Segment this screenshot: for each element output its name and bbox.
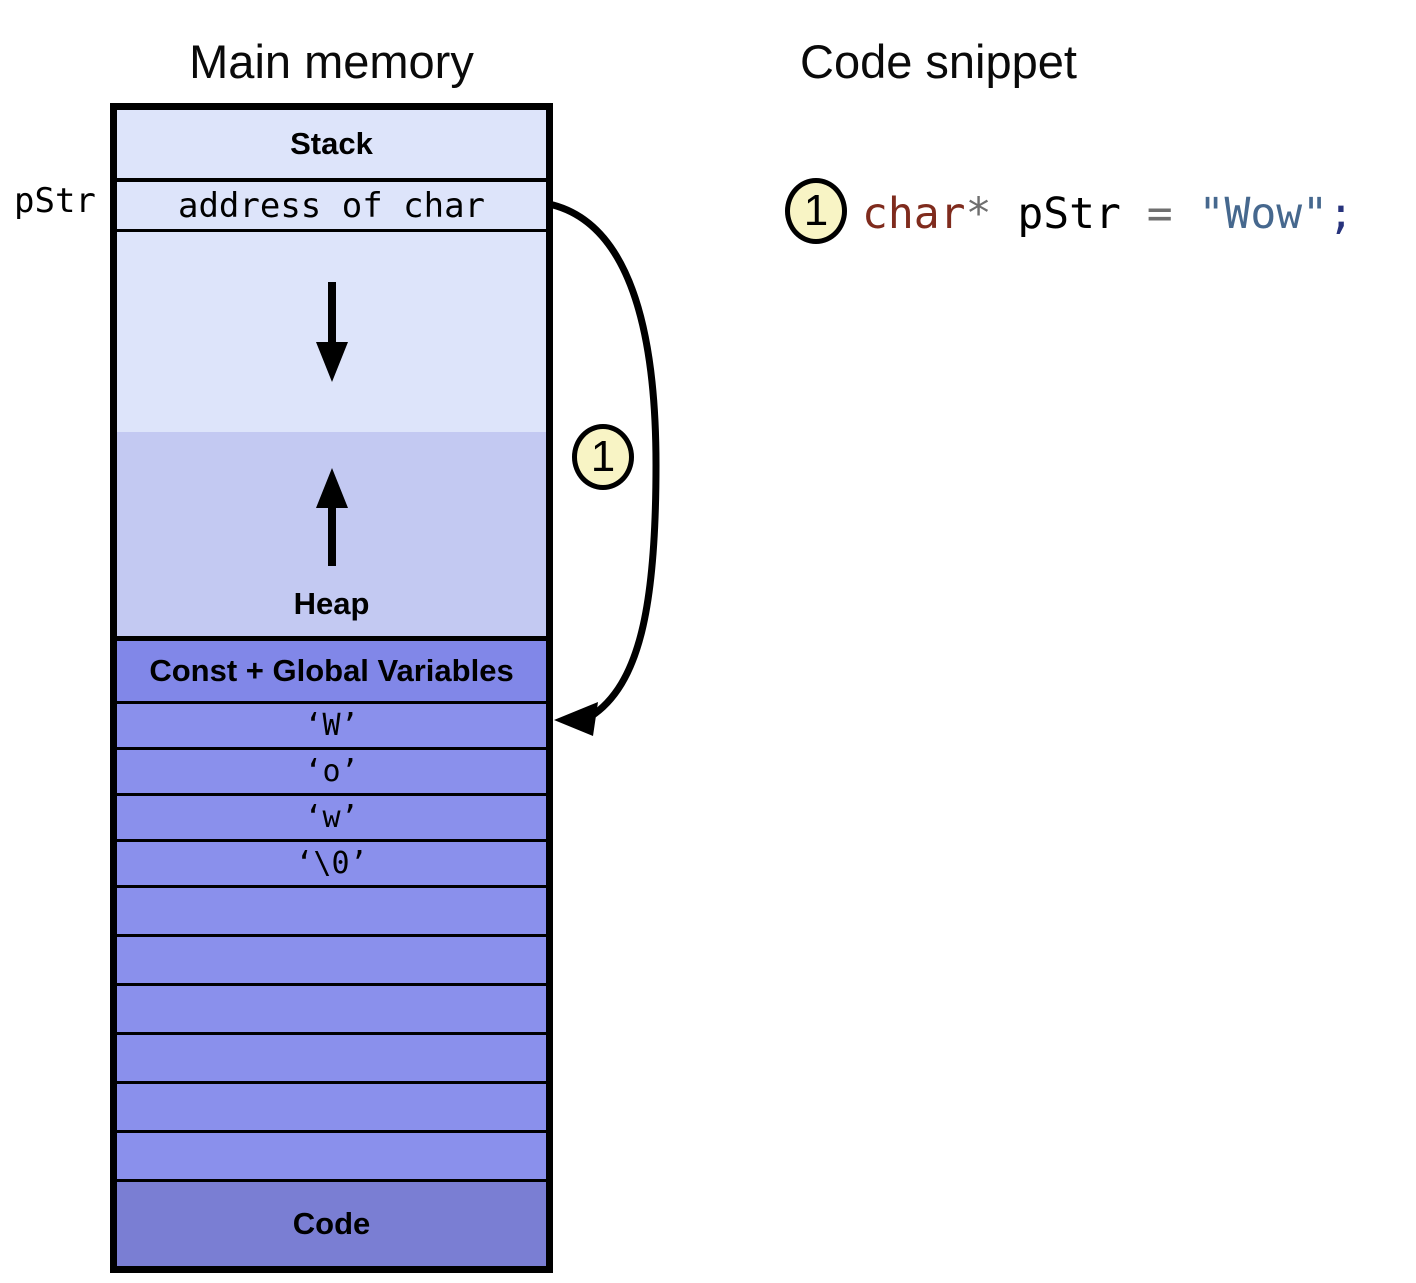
string-char-cell: ‘W’ — [117, 704, 546, 750]
pointer-arrow — [549, 201, 660, 736]
arrowhead-icon — [554, 702, 598, 736]
stack-growth-down-arrow-icon — [315, 282, 348, 382]
string-char-cell: ‘\0’ — [117, 842, 546, 888]
empty-memory-cell — [117, 986, 546, 1035]
stack-growth-region — [117, 232, 546, 432]
empty-memory-cell — [117, 937, 546, 986]
code-token: ; — [1328, 189, 1354, 239]
string-char-cell: ‘o’ — [117, 750, 546, 796]
step-1-badge-code: 1 — [785, 178, 847, 244]
empty-memory-cell — [117, 1084, 546, 1133]
code-token: "Wow" — [1198, 189, 1329, 239]
code-token: pStr — [1017, 189, 1147, 239]
main-memory-box: Stack address of char Heap Const + Globa… — [110, 103, 553, 1273]
main-memory-title: Main memory — [189, 35, 474, 88]
code-token: char — [862, 189, 966, 239]
string-char-cell: ‘w’ — [117, 796, 546, 842]
heap-growth-region — [117, 432, 546, 572]
pstr-pointer-label: pStr — [14, 181, 96, 221]
code-token: = — [1146, 189, 1199, 239]
heap-segment-label: Heap — [117, 572, 546, 641]
empty-memory-cell — [117, 1133, 546, 1182]
heap-growth-up-arrow-icon — [315, 468, 348, 566]
empty-memory-cell — [117, 888, 546, 937]
code-line: char* pStr = "Wow"; — [862, 189, 1354, 239]
code-token: * — [965, 189, 1018, 239]
empty-memory-cell — [117, 1035, 546, 1084]
step-1-badge-arrow: 1 — [572, 424, 634, 490]
string-cells: ‘W’‘o’‘w’‘\0’ — [117, 704, 546, 888]
const-global-segment-label: Const + Global Variables — [117, 641, 546, 704]
code-snippet-title: Code snippet — [800, 35, 1077, 88]
code-segment-label: Code — [117, 1182, 546, 1266]
stack-segment-label: Stack — [117, 110, 546, 182]
address-of-char-cell: address of char — [117, 182, 546, 232]
empty-cells — [117, 888, 546, 1182]
